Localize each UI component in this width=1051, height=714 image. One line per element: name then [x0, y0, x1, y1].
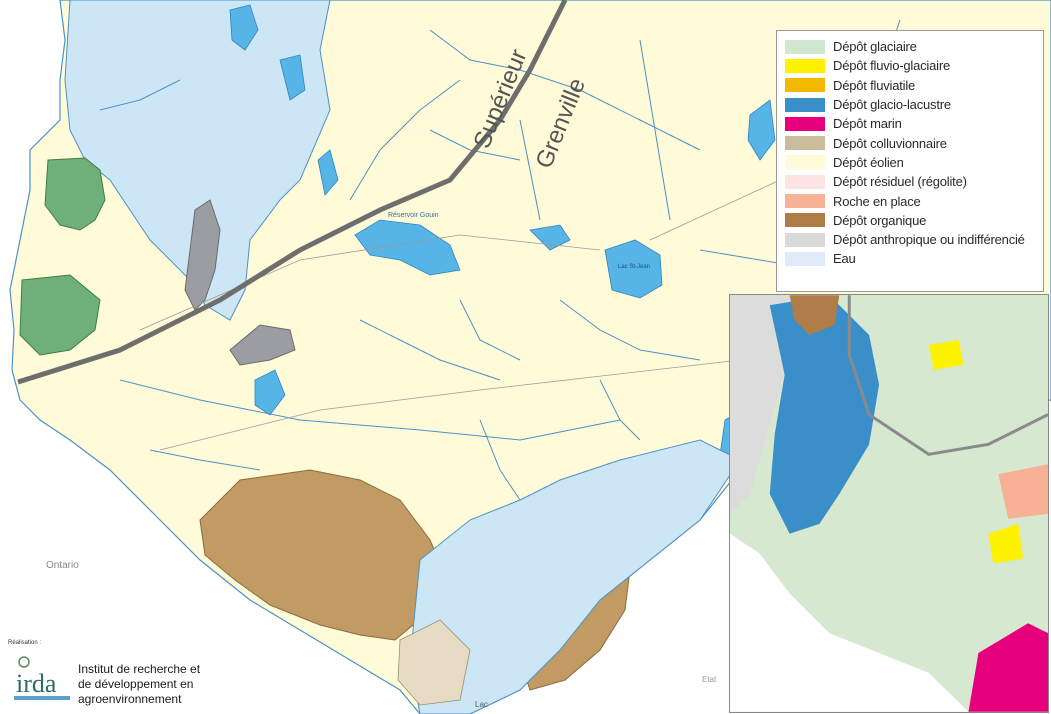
legend-item: Dépôt organique: [785, 211, 1039, 230]
legend-swatch: [785, 194, 825, 209]
inset-roche: [998, 464, 1048, 519]
region-colluvion-central: [229, 324, 296, 366]
region-glaciaire-southwest: [19, 274, 101, 356]
region-lowland-colluvion: [397, 619, 471, 706]
credit-note: Réalisation :: [8, 640, 42, 646]
legend-item: Dépôt marin: [785, 114, 1039, 133]
region-colluvion-strip: [184, 199, 221, 311]
region-lowland-glacio-lacustre: [409, 439, 741, 714]
label-lac: Lac: [475, 700, 488, 709]
legend-label: Dépôt éolien: [833, 154, 904, 170]
credit-text: Institut de recherche et de développemen…: [78, 662, 200, 707]
legend-swatch: [785, 116, 825, 131]
credit-line-3: agroenvironnement: [78, 692, 182, 706]
svg-text:irda: irda: [16, 669, 57, 698]
inset-map: [729, 294, 1049, 713]
legend-swatch: [785, 174, 825, 189]
legend-swatch: [785, 155, 825, 170]
label-reservoir: Réservoir Gouin: [388, 212, 439, 219]
region-glaciaire-west: [44, 157, 106, 231]
label-ontario: Ontario: [46, 560, 79, 571]
legend-item: Dépôt glacio-lacustre: [785, 95, 1039, 114]
legend-swatch: [785, 78, 825, 93]
legend-label: Dépôt colluvionnaire: [833, 135, 947, 151]
legend-label: Eau: [833, 251, 856, 267]
legend-swatch: [785, 136, 825, 151]
legend-item: Dépôt colluvionnaire: [785, 133, 1039, 152]
legend-label: Dépôt glacio-lacustre: [833, 97, 951, 113]
legend-label: Dépôt fluvio-glaciaire: [833, 58, 950, 74]
inset-fluvio-yellow: [928, 340, 964, 370]
legend-label: Dépôt anthropique ou indifférencié: [833, 232, 1025, 248]
label-lac-st-jean: Lac St-Jean: [618, 264, 650, 270]
label-etat: Etat: [702, 675, 717, 684]
inset-fluvio-yellow-2: [988, 523, 1024, 564]
legend-swatch: [785, 251, 825, 266]
legend-item: Dépôt résiduel (régolite): [785, 172, 1039, 191]
legend-swatch: [785, 232, 825, 247]
inset-glacio-lacustre-blue: [769, 295, 880, 534]
legend-label: Roche en place: [833, 193, 921, 209]
legend-item: Dépôt fluvio-glaciaire: [785, 56, 1039, 75]
legend-label: Dépôt organique: [833, 212, 927, 228]
legend-label: Dépôt marin: [833, 116, 902, 132]
superieur-grenville-boundary: [17, 0, 568, 385]
legend-swatch: [785, 58, 825, 73]
legend-swatch: [785, 213, 825, 228]
legend-item: Roche en place: [785, 191, 1039, 210]
legend-label: Dépôt fluviatile: [833, 77, 916, 93]
inset-deposit-map: [730, 295, 1048, 712]
credit-line-2: de développement en: [78, 677, 194, 691]
inset-boundary: [847, 295, 1048, 456]
inset-organic-brown: [789, 295, 840, 336]
inset-outside-white: [730, 533, 969, 712]
credit-block: Réalisation : irda Institut de recherche…: [8, 640, 238, 710]
legend-item: Dépôt éolien: [785, 153, 1039, 172]
legend-item: Dépôt fluviatile: [785, 76, 1039, 95]
legend-swatch: [785, 39, 825, 54]
inset-marin: [968, 623, 1048, 712]
legend-label: Dépôt glaciaire: [833, 39, 917, 55]
credit-line-1: Institut de recherche et: [78, 662, 201, 676]
legend-label: Dépôt résiduel (régolite): [833, 174, 967, 190]
legend-item: Eau: [785, 249, 1039, 268]
legend-swatch: [785, 97, 825, 112]
legend-item: Dépôt anthropique ou indifférencié: [785, 230, 1039, 249]
irda-logo: irda: [14, 656, 70, 700]
legend-item: Dépôt glaciaire: [785, 37, 1039, 56]
